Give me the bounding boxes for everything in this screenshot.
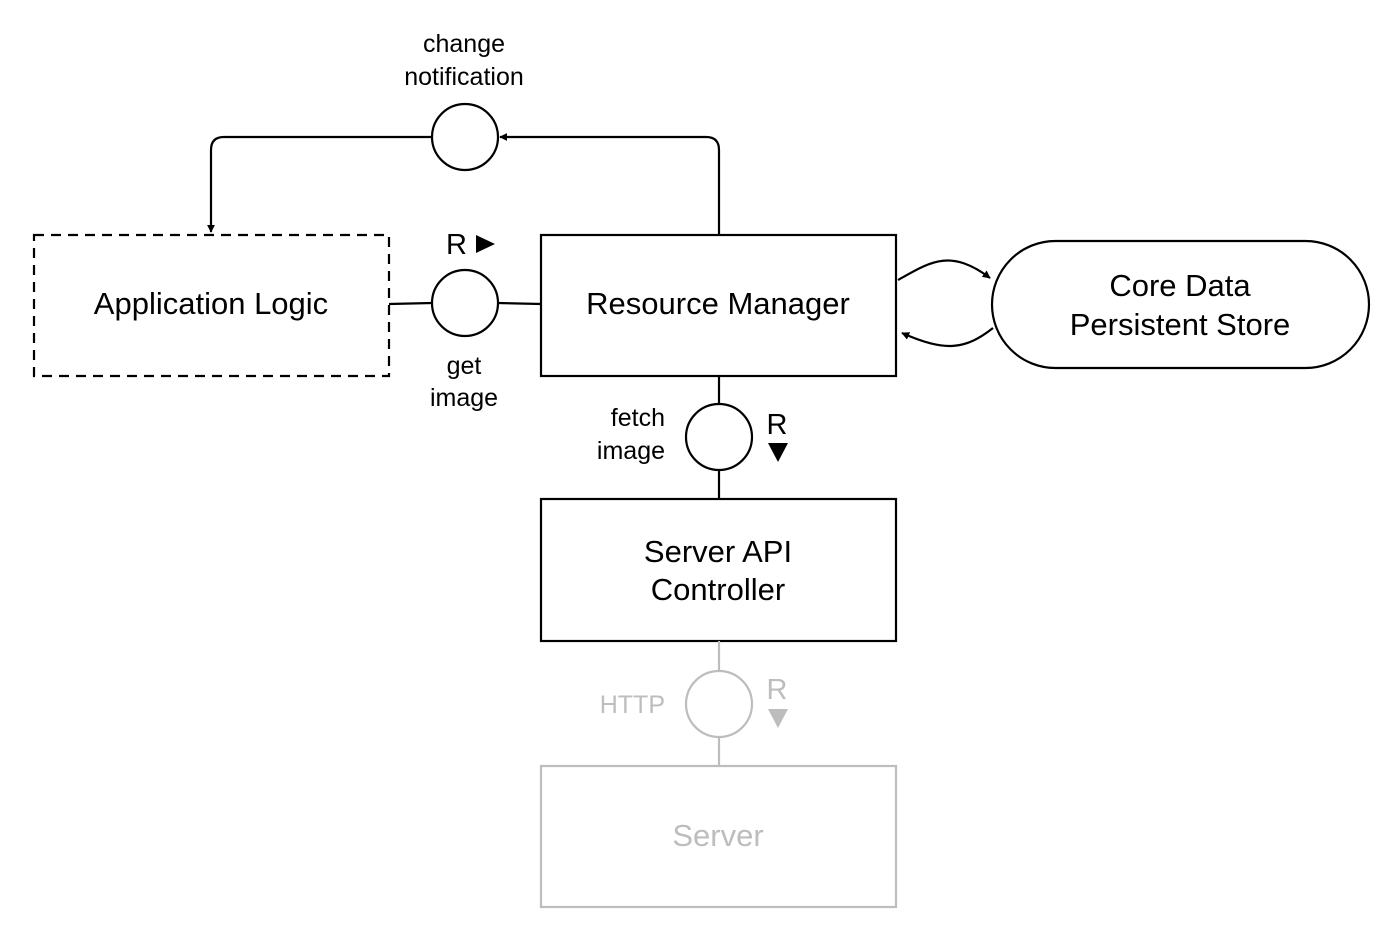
core-data-sync-connectors bbox=[897, 259, 994, 348]
application-logic-component[interactable]: Application Logic bbox=[32, 233, 391, 378]
http-port[interactable] bbox=[684, 669, 754, 739]
fetch-image-label-line1: fetch bbox=[611, 404, 665, 432]
get-image-label-line1: get bbox=[447, 352, 482, 380]
save-to-store-arrow bbox=[897, 259, 991, 281]
get-image-port[interactable] bbox=[430, 268, 500, 338]
application-logic-label: Application Logic bbox=[94, 286, 328, 321]
server-label: Server bbox=[672, 818, 763, 853]
change-notification-connector bbox=[499, 133, 721, 235]
fetch-image-interface: fetch image R bbox=[597, 376, 788, 499]
core-data-store-label-line2: Persistent Store bbox=[1070, 307, 1291, 342]
core-data-store-label-line1: Core Data bbox=[1109, 268, 1251, 303]
http-direction-letter: R bbox=[767, 674, 788, 706]
change-notification-interface: change notification bbox=[207, 30, 721, 235]
server-api-controller-label-line2: Controller bbox=[651, 572, 785, 607]
http-label: HTTP bbox=[600, 691, 665, 719]
server-api-controller-component[interactable]: Server API Controller bbox=[539, 497, 898, 643]
down-triangle-icon bbox=[768, 709, 788, 728]
resource-manager-label: Resource Manager bbox=[586, 286, 850, 321]
get-image-interface: R get image bbox=[388, 229, 542, 412]
core-data-store-component[interactable]: Core Data Persistent Store bbox=[990, 239, 1371, 370]
right-triangle-icon bbox=[476, 235, 495, 253]
down-triangle-icon bbox=[768, 443, 788, 462]
change-notification-label-line1: change bbox=[423, 30, 505, 58]
http-interface: HTTP R bbox=[600, 641, 788, 766]
load-from-store-arrow bbox=[901, 327, 994, 348]
fetch-image-label-line2: image bbox=[597, 437, 665, 465]
fetch-image-port[interactable] bbox=[684, 402, 754, 472]
get-image-direction-letter: R bbox=[446, 229, 467, 261]
server-api-controller-label-line1: Server API bbox=[644, 534, 792, 569]
change-notification-port[interactable] bbox=[430, 102, 500, 172]
resource-manager-component[interactable]: Resource Manager bbox=[539, 233, 898, 378]
get-image-label-line2: image bbox=[430, 384, 498, 412]
change-notification-to-app-connector bbox=[207, 135, 432, 233]
fetch-image-direction-letter: R bbox=[767, 409, 788, 441]
server-component[interactable]: Server bbox=[539, 764, 898, 909]
change-notification-label-line2: notification bbox=[404, 63, 524, 91]
